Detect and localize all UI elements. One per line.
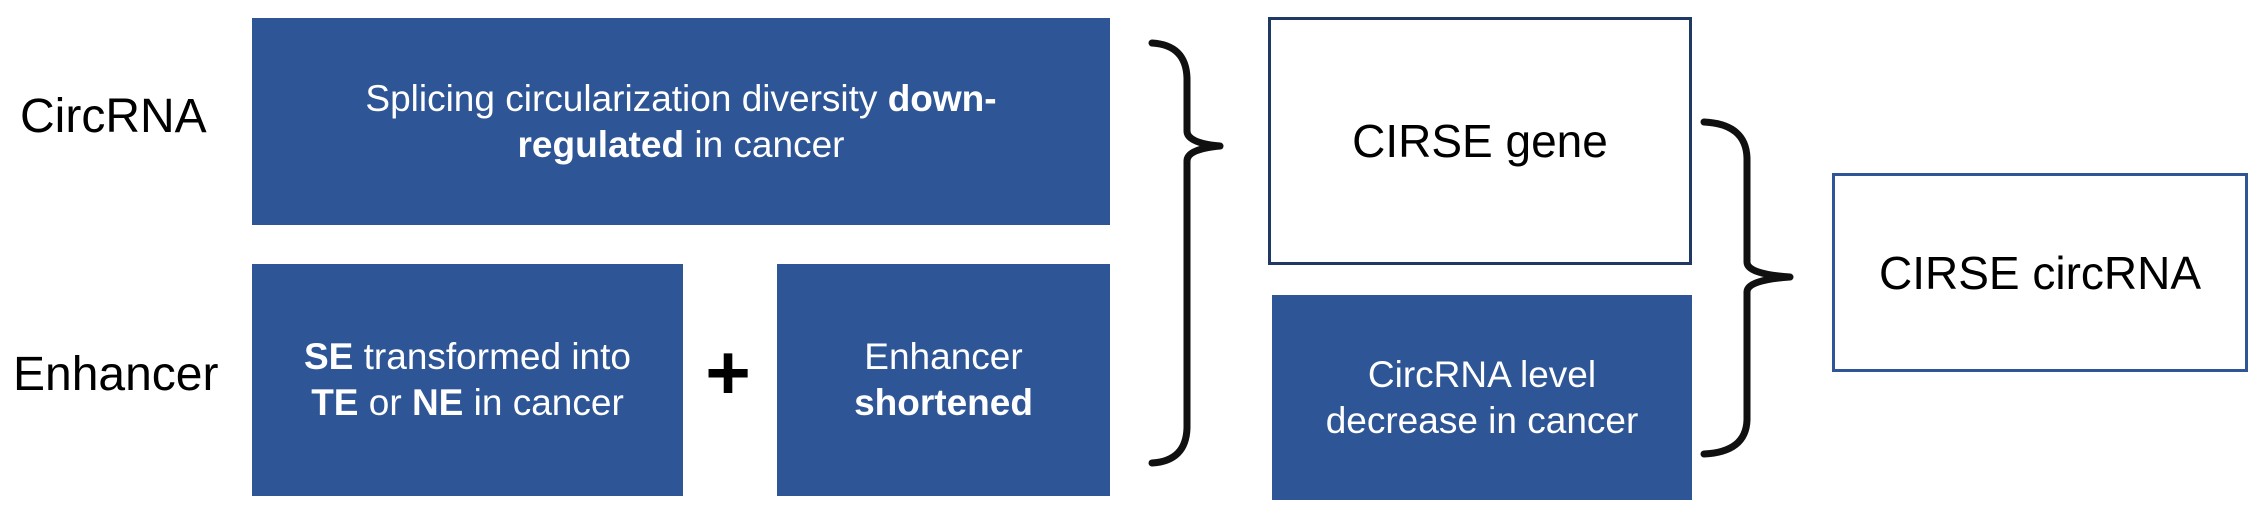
left-curly-brace — [1148, 39, 1224, 467]
cirse-circrna-label: CIRSE circRNA — [1878, 246, 2202, 299]
row-label-circrna: CircRNA — [20, 90, 207, 143]
enhancer-shortened-box: Enhancer shortened — [777, 264, 1110, 496]
row-label-enhancer: Enhancer — [13, 348, 219, 401]
circrna-level-line-1: CircRNA level — [1367, 353, 1597, 395]
circrna-level-box: CircRNA level decrease in cancer — [1272, 295, 1692, 500]
cirse-circrna-box: CIRSE circRNA — [1832, 173, 2248, 372]
splicing-diversity-line-2: regulated in cancer — [517, 123, 845, 165]
cirse-gene-box: CIRSE gene — [1268, 17, 1692, 265]
circrna-level-line-2: decrease in cancer — [1325, 399, 1639, 441]
cirse-gene-label: CIRSE gene — [1352, 115, 1608, 167]
enhancer-shortened-line-1: Enhancer — [864, 336, 1023, 377]
se-transformed-line-2: TE or NE in cancer — [311, 382, 624, 423]
splicing-diversity-box: Splicing circularization diversity down-… — [252, 18, 1110, 225]
se-transformed-line-1: SE transformed into — [304, 336, 631, 377]
right-curly-brace — [1700, 118, 1794, 458]
plus-sign: + — [705, 328, 751, 416]
se-transformed-box: SE transformed into TE or NE in cancer — [252, 264, 683, 496]
enhancer-shortened-line-2: shortened — [854, 382, 1033, 423]
splicing-diversity-line-1: Splicing circularization diversity down- — [365, 77, 997, 119]
